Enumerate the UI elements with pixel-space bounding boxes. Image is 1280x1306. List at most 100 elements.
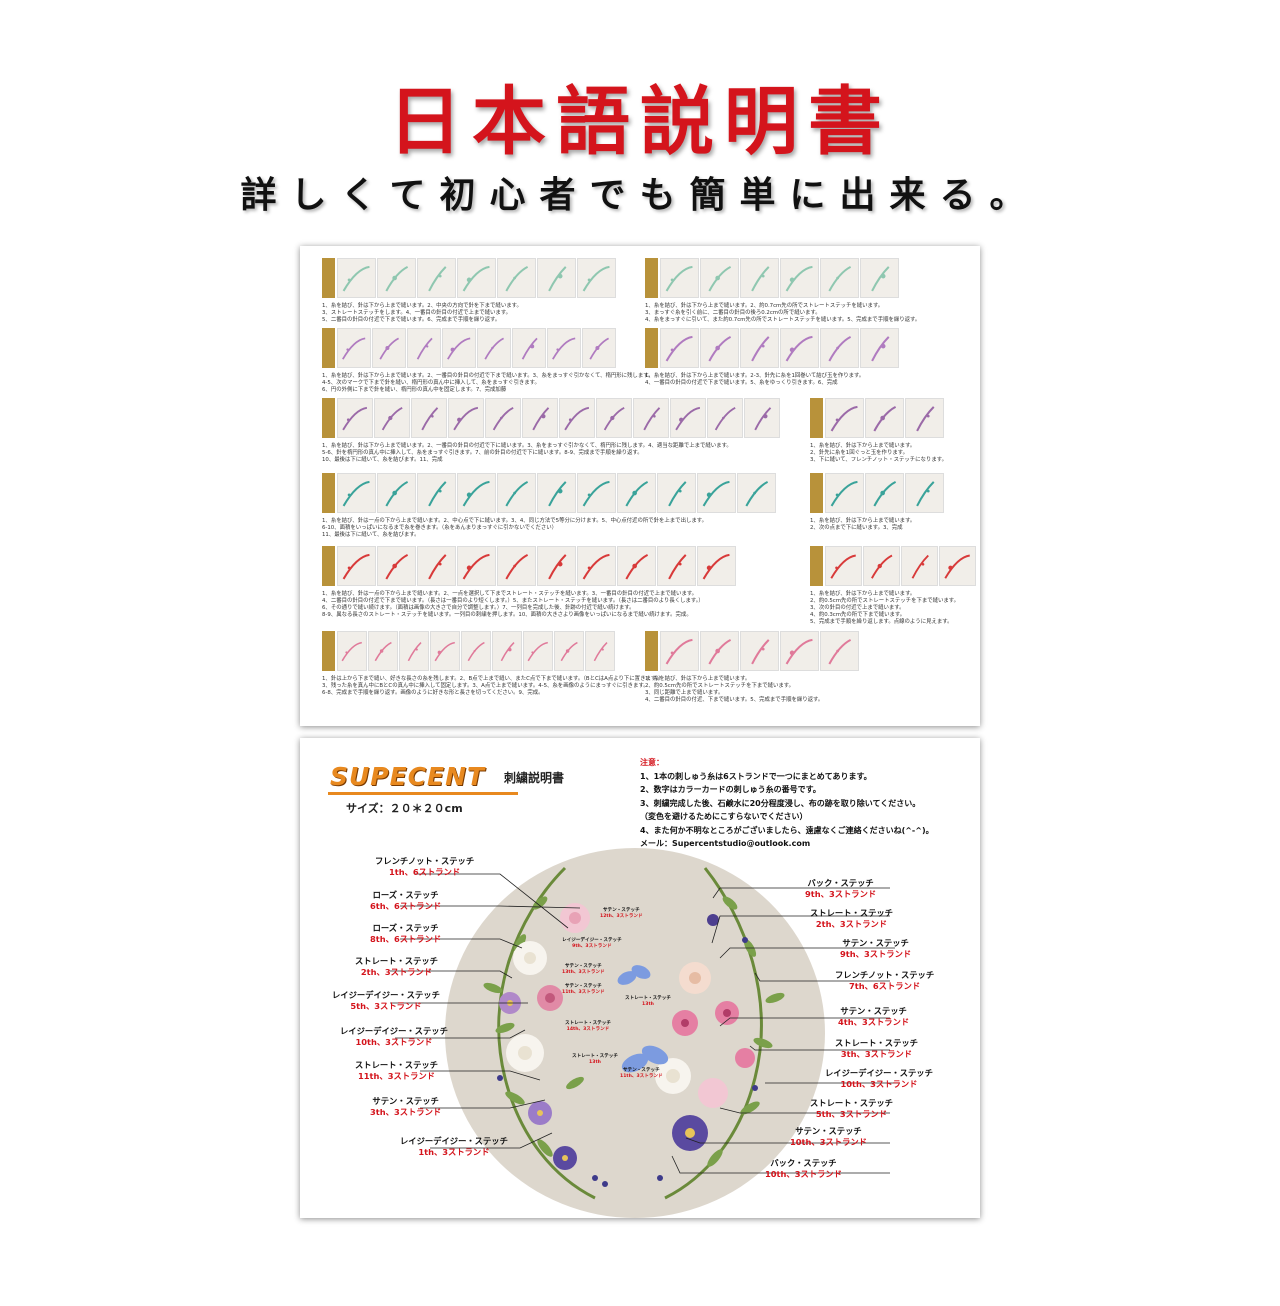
brand-underline xyxy=(328,792,518,795)
stitch-row: 1、糸を結び、針は下から上まで縫います。2、一番目の針目の付近で下まで縫います。… xyxy=(300,328,980,398)
step-caption-line: 11、最後は下に縫いて、糸を結びます。 xyxy=(322,532,420,538)
stitch-type: ストレート・ステッチ xyxy=(355,956,438,966)
step-caption-line: 5、二番目の針目の付近で下まで縫います。6、完成まで手順を繰り返す。 xyxy=(322,317,501,323)
step-photo xyxy=(377,258,416,298)
stitch-row: 1、針は上から下まで縫い、好きな長さの糸を残します。2、B点で上まで縫い、またC… xyxy=(300,631,980,704)
note-line: 2、数字はカラーカードの刺しゅう糸の番号です。 xyxy=(640,785,821,794)
stitch-row: 1、糸を結び、針は一点の下から上まで縫います。2、中心点で下に縫います。3、4、… xyxy=(300,473,980,543)
thread-spec: 12th、3ストランド xyxy=(600,913,643,919)
stitch-type: サテン・ステッチ xyxy=(564,964,602,969)
step-caption-line: 10、最後は下に縫いて、糸を結びます。11、完成 xyxy=(322,457,443,463)
thread-spec: 9th、3ストランド xyxy=(805,889,877,899)
step-caption-line: 6-10、面積をいっぱいになるまで糸を巻きます。（糸をあんまりまっすぐに引かない… xyxy=(322,525,558,531)
step-photo xyxy=(417,473,456,513)
step-photo xyxy=(407,328,441,368)
stitch-row: 1、糸を結び、針は下から上まで縫います。2、中央の方向で針を下まで縫います。3、… xyxy=(300,258,980,328)
step-photo xyxy=(417,546,456,586)
step-photo xyxy=(740,258,779,298)
step-photo xyxy=(411,398,447,438)
step-photo xyxy=(657,473,696,513)
step-caption-line: 3、残った糸を真ん中にBとCの真ん中に挿入して固定します。3、A点で上まで縫いま… xyxy=(322,683,649,689)
thread-spec: 11th、3ストランド xyxy=(562,989,605,995)
step-caption-line: 4、約0.3cm先の所で下まで縫います。 xyxy=(810,612,906,618)
pattern-size: サイズ：２０＊２０cm xyxy=(346,802,463,815)
step-photo xyxy=(740,328,779,368)
step-photo xyxy=(825,473,864,513)
step-photo xyxy=(700,258,739,298)
step-photo xyxy=(457,473,496,513)
step-caption-line: 1、糸を結び、針は下から上まで縫います。2、約0.7cm先の所でストレートステッ… xyxy=(645,303,884,309)
thread-spec: 14th、3ストランド xyxy=(566,1026,610,1032)
step-photo xyxy=(825,398,864,438)
step-photo xyxy=(697,546,736,586)
step-photo xyxy=(537,258,576,298)
step-photo xyxy=(497,546,536,586)
stitch-type: ストレート・ステッチ xyxy=(565,1021,611,1026)
step-captions: 1、糸を結び、針は下から上まで縫います。2、約0.5cm先の所でストレートステッ… xyxy=(645,676,823,704)
stitch-type: サテン・ステッチ xyxy=(840,1006,907,1016)
stitch-type: サテン・ステッチ xyxy=(372,1096,439,1106)
stitch-type: ローズ・ステッチ xyxy=(372,923,439,933)
step-captions: 1、糸を結び、針は一点の下から上まで縫います。2、中心点で下に縫います。3、4、… xyxy=(322,518,707,539)
step-caption-line: 3、下に縫いて、フレンチノット・ステッチになります。 xyxy=(810,457,947,463)
step-photo xyxy=(901,546,938,586)
step-photo xyxy=(377,546,416,586)
stitch-name-tab xyxy=(322,258,335,298)
thread-spec: 7th、6ストランド xyxy=(848,981,921,991)
step-photo xyxy=(374,398,410,438)
step-photo xyxy=(660,258,699,298)
step-photo xyxy=(825,546,862,586)
thread-spec: 10th、3ストランド xyxy=(355,1037,433,1047)
thread-spec: 11th、3ストランド xyxy=(620,1073,663,1079)
thread-spec: 13th、3ストランド xyxy=(562,969,605,975)
step-photo xyxy=(442,328,476,368)
step-caption-line: 6、円の外側に下まで針を縫い、楕円形の真ん中を固定します。7、完成加藤 xyxy=(322,387,507,393)
step-caption-line: 1、糸を結び、針は下から上まで縫います。2、一番目の針目の付近で下まで縫います。… xyxy=(322,373,654,379)
step-caption-line: 1、糸を結び、針は下から上まで縫います。2、一番目の針目の付近で下に縫います。3… xyxy=(322,443,732,449)
step-photo xyxy=(617,546,656,586)
step-caption-line: 4-5、次のマークで下まで針を縫い、楕円形の真ん中に挿入して、糸をまっすぐ引きま… xyxy=(322,380,540,386)
thread-spec: 5th、3ストランド xyxy=(350,1001,422,1011)
step-photo xyxy=(585,631,615,671)
step-photo xyxy=(377,473,416,513)
thread-spec: 13th xyxy=(589,1059,601,1065)
step-captions: 1、糸を結び、針は一点の下から上まで縫います。2、一点を選択して下までストレート… xyxy=(322,591,704,619)
thread-spec: 10th、3ストランド xyxy=(840,1079,918,1089)
step-photo xyxy=(461,631,491,671)
step-photo xyxy=(337,546,376,586)
stitch-type: フレンチノット・ステッチ xyxy=(375,856,475,866)
step-photo xyxy=(633,398,669,438)
brand-logo: SUPECENT xyxy=(330,762,486,791)
thread-spec: 3th、3ストランド xyxy=(840,1049,913,1059)
stitch-name-tab xyxy=(322,546,335,586)
stitch-name-tab xyxy=(322,631,335,671)
stitch-name-tab xyxy=(810,398,823,438)
step-photo xyxy=(337,328,371,368)
step-photo xyxy=(577,473,616,513)
step-photo xyxy=(657,546,696,586)
thread-spec: 4th、3ストランド xyxy=(838,1017,910,1027)
step-caption-line: 3、ストレートステッチをします。4、一番目の針目の付近で上まで縫います。 xyxy=(322,310,512,316)
stitch-type: ストレート・ステッチ xyxy=(810,908,893,918)
step-photo xyxy=(905,398,944,438)
thread-spec: 1th、3ストランド xyxy=(418,1147,490,1157)
step-captions: 1、糸を結び、針は下から上まで縫います。2、一番目の針目の付近で下まで縫います。… xyxy=(322,373,653,394)
step-photo xyxy=(865,473,904,513)
stitch-name-tab xyxy=(810,473,823,513)
thread-spec: 13th xyxy=(642,1001,654,1007)
step-caption-line: 1、糸を結び、針は一点の下から上まで縫います。2、一点を選択して下までストレート… xyxy=(322,591,698,597)
step-photo xyxy=(737,473,776,513)
